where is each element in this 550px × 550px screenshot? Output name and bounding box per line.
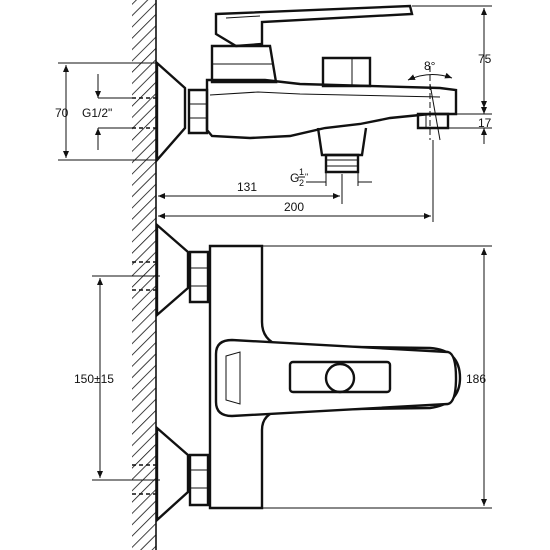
dim-length-131: 131: [237, 180, 257, 194]
diverter-knob: [321, 56, 372, 88]
front-view: [132, 222, 462, 523]
dim-length-200: 200: [284, 200, 304, 214]
dim-outlet-thread-denominator: 2: [299, 178, 304, 188]
dim-thread-main: G1/2": [82, 106, 112, 120]
wall-hatching: [132, 0, 157, 550]
dim-height-70: 70: [55, 106, 69, 120]
upper-flange: [155, 222, 190, 318]
front-view-dimensions: 150±15 186: [74, 245, 492, 509]
dim-outlet-thread-suffix: ": [305, 172, 308, 182]
dim-outlet-thread-numerator: 1: [299, 167, 304, 177]
wall-flange: [155, 60, 187, 164]
lower-flange: [155, 425, 190, 523]
dim-height-17: 17: [478, 116, 492, 130]
shower-outlet-thread: [324, 153, 360, 174]
upper-nut: [188, 250, 210, 304]
dim-angle: 8°: [424, 59, 436, 73]
dim-spacing: 150±15: [74, 372, 114, 386]
lower-nut: [188, 453, 210, 507]
dim-height-75: 75: [478, 52, 492, 66]
side-view: [132, 4, 458, 174]
spout-nozzle: [416, 112, 450, 130]
diverter-knob-top: [324, 362, 356, 394]
lever-handle: [214, 4, 414, 48]
dim-depth-186: 186: [466, 372, 486, 386]
lever-top-view: [214, 338, 458, 418]
side-view-dimensions: 75 17 8° 70 G1/2" G 1 2 " 131: [55, 5, 492, 222]
shower-outlet-neck: [316, 127, 368, 157]
faucet-body: [205, 78, 458, 140]
eccentric-nut: [187, 88, 209, 135]
dim-outlet-thread-prefix: G: [290, 171, 299, 185]
